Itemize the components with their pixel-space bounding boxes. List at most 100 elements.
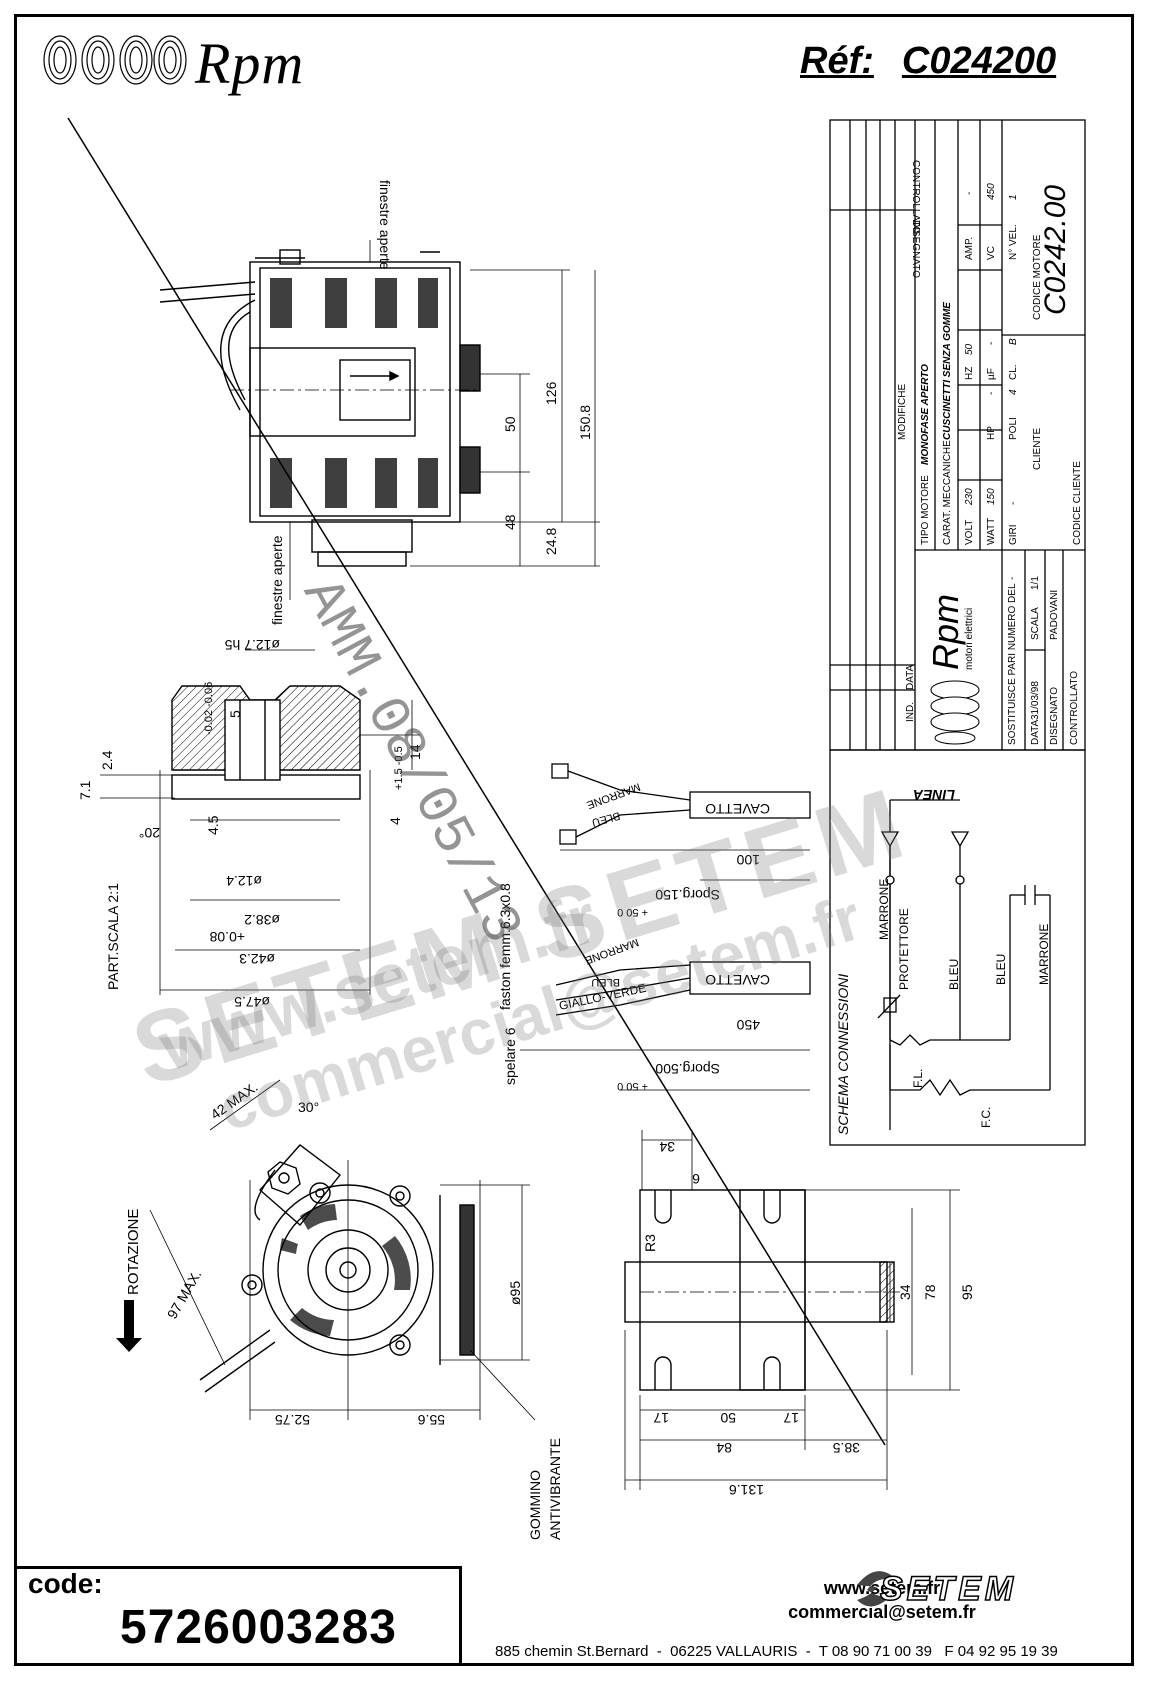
cancel-diagonal-line (67, 117, 886, 1446)
dim-d38-tol: +0.08 (209, 929, 245, 945)
schema-marrone2: MARRONE (1037, 924, 1051, 985)
tb-nvel-label: N° VEL. (1008, 224, 1019, 260)
dim-7-1: 7.1 (77, 780, 93, 800)
front-view (149, 1079, 536, 1421)
footer-website[interactable]: www.setem.fr (823, 1578, 941, 1598)
tol-5: -0.02 -0.06 (203, 682, 215, 735)
tb-nvel-value: 1 (1008, 194, 1019, 200)
dim-d42-3: ø42.3 (239, 951, 275, 967)
tb-tipo-motore-value: MONOFASE APERTO (920, 364, 931, 465)
dim-97-max: 97 MAX. (164, 1267, 205, 1322)
tb-vc-value: 450 (986, 183, 997, 200)
detail-view (100, 649, 420, 995)
schema-marrone: MARRONE (877, 879, 891, 940)
tb-controllato: CONTROLLATO (910, 160, 921, 234)
dim-4: 4 (387, 817, 403, 825)
tb-volt-label: VOLT (964, 520, 975, 545)
tb-disegnato: DISEGNATO (910, 220, 921, 278)
tb-hz-value: 50 (964, 343, 975, 355)
cables-view (520, 763, 811, 1091)
tol-4: +1.5 -0.5 (393, 746, 405, 790)
tb-caratt-value: CUSCINETTI SENZA GOMME (942, 302, 953, 440)
tb-sostituisce-value: - (1007, 577, 1018, 580)
tb-watt-value: 150 (986, 488, 997, 505)
sporg-500: Sporg.500 (655, 1061, 720, 1077)
tb-data: DATA (905, 664, 916, 690)
setem-swirl-icon (857, 1571, 897, 1607)
tb-codice-motore-value: C0242.00 (1039, 185, 1072, 315)
dim-48: 48 (502, 514, 518, 530)
rotazione-label: ROTAZIONE (125, 1209, 142, 1295)
tol-50-b: + 50 0 (617, 1080, 648, 1092)
reference: Réf:C024200 (800, 40, 1056, 83)
code-value: 5726003283 (120, 1601, 397, 1654)
dim-d12-4: ø12.4 (226, 873, 262, 889)
antivibrante-label: ANTIVIBRANTE (547, 1438, 563, 1540)
tb-data-value: 31/03/98 (1030, 681, 1041, 720)
tb-codice-motore-label: CODICE MOTORE (1032, 234, 1043, 320)
tb-amp-label: AMP. (964, 237, 975, 260)
dim-50: 50 (502, 416, 518, 432)
side-dim-17a: 17 (653, 1410, 669, 1426)
tb-hp-label: HP (986, 426, 997, 440)
dim-150-8: 150.8 (577, 405, 593, 440)
tb-hz-label: HZ (964, 367, 975, 380)
len-450: 450 (736, 1017, 760, 1033)
tb-disegnato-value: PADOVANI (1049, 590, 1060, 640)
dim-24-8: 24.8 (543, 528, 559, 555)
tb-company-logo-icon (930, 680, 980, 745)
dim-52-75: 52.75 (275, 1412, 310, 1428)
tb-ind: IND. (905, 702, 916, 722)
scale-label: PART.SCALA 2:1 (105, 883, 121, 990)
rpm-logo-coils (43, 35, 187, 85)
cable-bleu-1: BLEU (590, 809, 621, 828)
tol-50-a: + 50 0 (617, 906, 648, 918)
cable-cavetto-1: CAVETTO (705, 801, 770, 817)
tb-cl-label: CL. (1008, 364, 1019, 380)
side-dim-r3: R3 (642, 1234, 658, 1252)
label-windows-bottom: finestre aperte (269, 535, 285, 625)
tb-watt-label: WATT (986, 518, 997, 545)
schema-box (829, 749, 1086, 1146)
tb-scala-label: SCALA (1030, 607, 1041, 640)
gommino-label: GOMMINO (527, 1470, 543, 1540)
tb-scala-value: 1/1 (1030, 576, 1041, 590)
dim-d47-5: ø47.5 (234, 994, 270, 1010)
ref-value: C024200 (901, 40, 1057, 82)
setem-logo: SETEM (879, 1569, 1018, 1609)
tb-sostituisce-label: SOSTITUISCE PARI NUMERO DEL (1007, 583, 1018, 745)
code-box (14, 1566, 462, 1666)
drawing-frame (14, 14, 1134, 1666)
faston-label: faston femm.6.3x0.8 (497, 883, 513, 1010)
tb-volt-value: 230 (964, 488, 975, 506)
rotation-arrow-icon (116, 1338, 142, 1352)
dim-126: 126 (543, 381, 559, 405)
cable-cavetto-2: CAVETTO (705, 972, 770, 988)
cable-marrone-1: MARRONE (585, 780, 642, 811)
dim-55-6: 55.6 (418, 1412, 445, 1428)
tb-controllato-label: CONTROLLATO (1069, 671, 1080, 745)
dim-42-max: 42 MAX. (208, 1079, 261, 1123)
dim-14: 14 (407, 744, 423, 760)
tb-cl-value: B (1008, 338, 1019, 345)
footer-email[interactable]: commercial@setem.fr (788, 1602, 976, 1622)
tb-uf-label: µF (986, 368, 997, 380)
dim-2-4: 2.4 (99, 750, 115, 770)
side-dim-131-6: 131.6 (729, 1482, 764, 1498)
side-view (624, 1130, 960, 1490)
tb-company-sub: motori elettrici (964, 608, 975, 670)
footer-address: 885 chemin St.Bernard - 06225 VALLAURIS … (495, 1643, 1058, 1660)
schema-bleu2: BLEU (994, 954, 1008, 985)
side-dim-84: 84 (716, 1440, 732, 1456)
side-dim-17b: 17 (783, 1410, 799, 1426)
tb-codice-cliente-label: CODICE CLIENTE (1072, 461, 1083, 545)
side-dim-34: 34 (659, 1139, 675, 1155)
rotation-arrow-shaft (124, 1300, 134, 1340)
schema-protettore: PROTETTORE (897, 908, 911, 990)
tb-tipo-motore-label: TIPO MOTORE (920, 475, 931, 545)
tb-hp-value: - (986, 392, 997, 395)
tb-cliente-label: CLIENTE (1032, 427, 1043, 470)
tb-poli-value: 4 (1008, 389, 1019, 395)
tb-poli-label: POLI (1008, 417, 1019, 440)
